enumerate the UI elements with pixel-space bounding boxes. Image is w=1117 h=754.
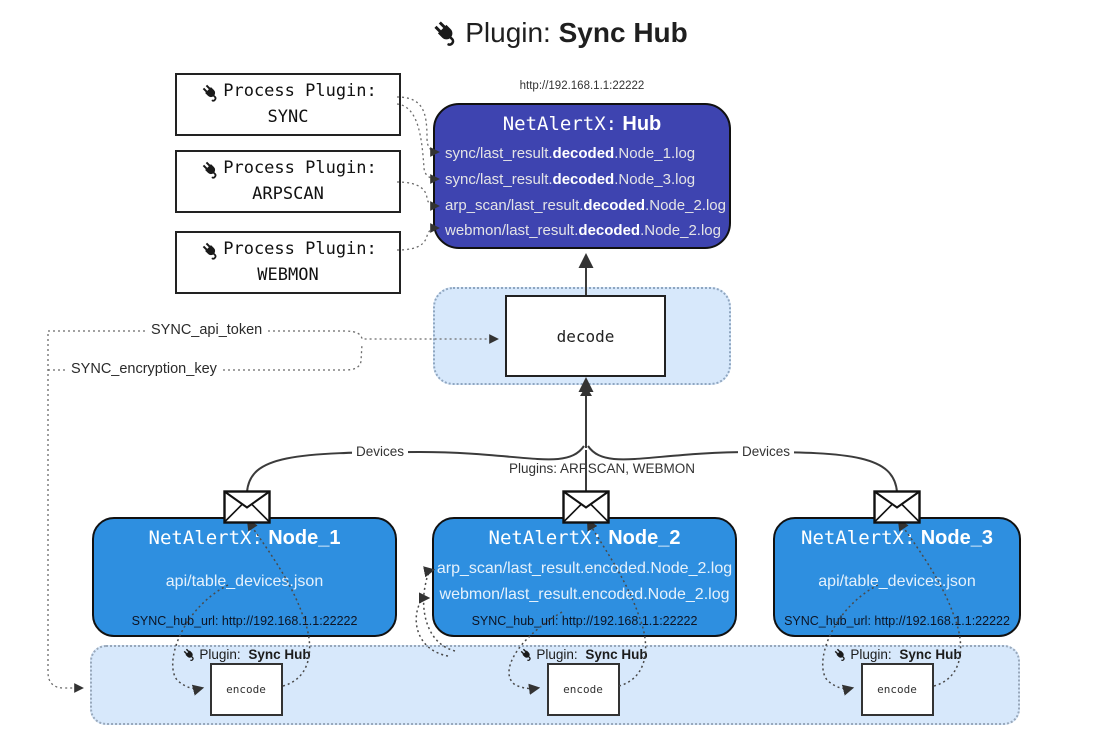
hub-log-entry: arp_scan/last_result.decoded.Node_2.log	[445, 196, 726, 214]
node-file: api/table_devices.json	[165, 573, 324, 590]
edge-arpscan-to-hub-log3	[396, 181, 440, 211]
edge-sync-to-hub-log1	[396, 96, 440, 157]
hub-log-entry: sync/last_result.decoded.Node_3.log	[445, 170, 696, 188]
node-3-box: NetAlertX: Node_3 api/table_devices.json…	[773, 517, 1021, 637]
hub-log-entry: sync/last_result.decoded.Node_1.log	[445, 145, 696, 162]
edge-tokens-to-decode	[48, 330, 499, 344]
node-file: arp_scan/last_result.encoded.Node_2.log	[436, 560, 733, 577]
devices-right-label: Devices	[738, 444, 795, 459]
edge-webmon-to-hub-log4	[396, 223, 440, 251]
encoder-plugin-prefix: Plugin:	[199, 646, 241, 662]
encoder-group-1: Plugin: Sync Hub encode	[161, 646, 331, 716]
edge-tokens-to-encode-panel	[47, 334, 84, 693]
encoder-group-2: Plugin: Sync Hub encode	[498, 646, 668, 716]
process-plugin-webmon: Process Plugin: WEBMON	[175, 231, 401, 294]
node-hub-url: SYNC_hub_url: http://192.168.1.1:22222	[784, 614, 1010, 628]
title-prefix: Plugin:	[465, 17, 551, 48]
process-plugin-label: Process Plugin:	[223, 158, 377, 178]
node-file: webmon/last_result.encoded.Node_2.log	[439, 586, 730, 603]
node-title-prefix: NetAlertX:	[801, 527, 916, 549]
node-title-prefix: NetAlertX:	[148, 527, 263, 549]
plug-icon	[201, 240, 221, 261]
hub-title-name: Hub	[622, 113, 662, 135]
plug-icon	[201, 159, 221, 180]
plug-icon	[431, 18, 461, 48]
sync-api-token-label: SYNC_api_token	[148, 322, 266, 338]
node-2-box: NetAlertX: Node_2 arp_scan/last_result.e…	[432, 517, 737, 637]
envelope-icon	[223, 490, 271, 524]
encoder-plugin-prefix: Plugin:	[536, 646, 578, 662]
process-plugin-arpscan: Process Plugin: ARPSCAN	[175, 150, 401, 213]
plug-icon	[182, 647, 197, 662]
node-title-name: Node_1	[268, 527, 341, 549]
sync-encryption-key-label: SYNC_encryption_key	[68, 361, 220, 377]
page-title: Plugin: Sync Hub	[0, 16, 1117, 49]
encode-box: encode	[546, 663, 620, 716]
node-file: api/table_devices.json	[818, 573, 976, 590]
encoder-group-3: Plugin: Sync Hub encode	[812, 646, 982, 716]
plugins-mid-label: Plugins: ARPSCAN, WEBMON	[509, 461, 696, 476]
process-plugin-name: ARPSCAN	[252, 183, 324, 204]
envelope-icon	[873, 490, 921, 524]
encode-box: encode	[860, 663, 934, 716]
node-title-name: Node_2	[608, 527, 681, 549]
node-title-name: Node_3	[920, 527, 993, 549]
edge-sync-to-hub-log2	[396, 103, 440, 184]
encoder-plugin-name: Sync Hub	[899, 646, 962, 662]
devices-left-label: Devices	[352, 444, 409, 459]
title-name: Sync Hub	[558, 17, 688, 48]
plug-icon	[519, 647, 534, 662]
process-plugin-label: Process Plugin:	[223, 239, 377, 259]
encode-box: encode	[209, 663, 283, 716]
node-1-box: NetAlertX: Node_1 api/table_devices.json…	[92, 517, 397, 637]
process-plugin-name: WEBMON	[257, 264, 319, 285]
hub-title-prefix: NetAlertX:	[502, 113, 618, 135]
encoder-plugin-prefix: Plugin:	[850, 646, 892, 662]
node-title-prefix: NetAlertX:	[488, 527, 603, 549]
plug-icon	[201, 82, 221, 103]
hub-box: NetAlertX: Hub sync/last_result.decoded.…	[433, 103, 731, 249]
node-hub-url: SYNC_hub_url: http://192.168.1.1:22222	[131, 614, 358, 628]
hub-url: http://192.168.1.1:22222	[519, 80, 645, 92]
process-plugin-label: Process Plugin:	[223, 81, 377, 101]
encoder-plugin-name: Sync Hub	[585, 646, 648, 662]
node-hub-url: SYNC_hub_url: http://192.168.1.1:22222	[471, 614, 698, 628]
hub-log-entry: webmon/last_result.decoded.Node_2.log	[445, 222, 721, 240]
process-plugin-sync: Process Plugin: SYNC	[175, 73, 401, 136]
decode-box: decode	[505, 295, 666, 377]
encoder-plugin-name: Sync Hub	[248, 646, 311, 662]
envelope-icon	[562, 490, 610, 524]
process-plugin-name: SYNC	[267, 106, 309, 127]
plug-icon	[833, 647, 848, 662]
